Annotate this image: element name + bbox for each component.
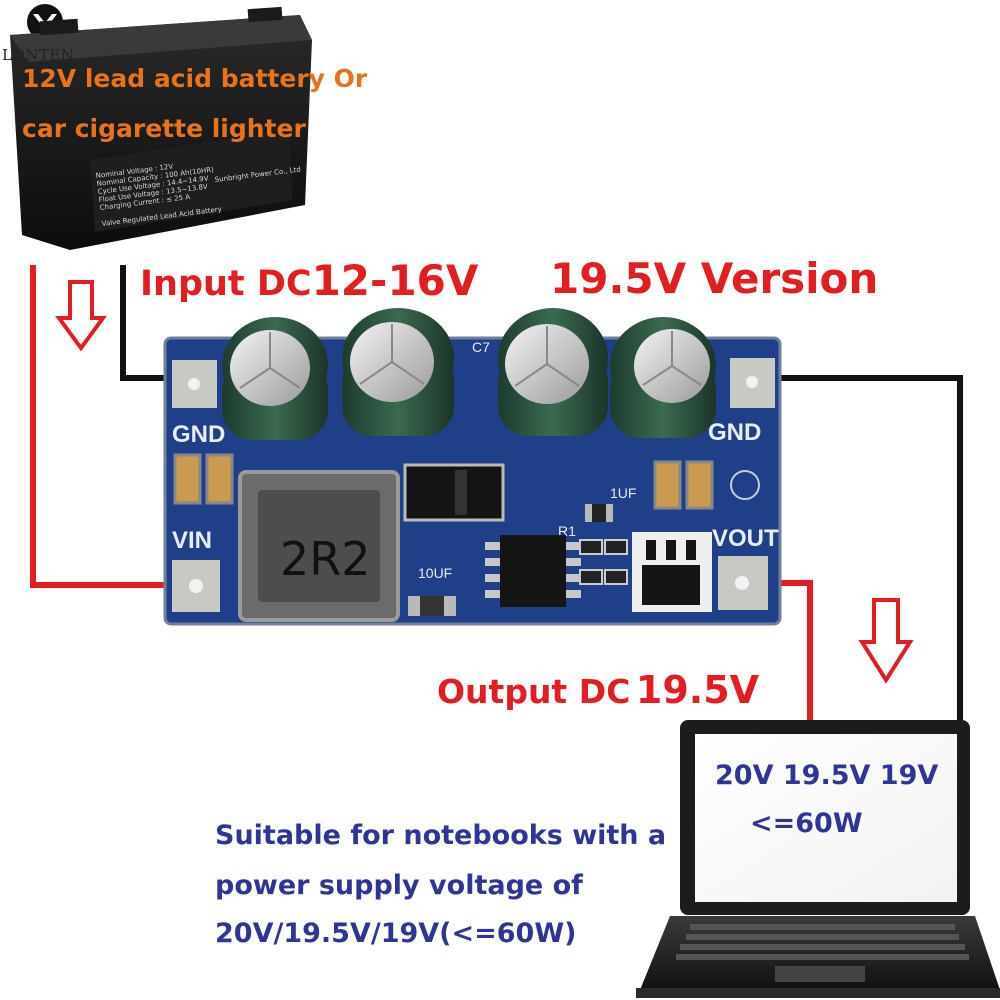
vin-wire <box>30 265 185 588</box>
electrolytic-capacitors <box>222 308 716 440</box>
regulator-chip <box>632 532 712 612</box>
laptop-image <box>636 720 1000 998</box>
compatibility-note-line2: power supply voltage of <box>215 870 583 901</box>
battery-label-line1: 12V lead acid battery Or <box>22 64 368 93</box>
silk-vin: VIN <box>172 527 212 554</box>
output-label-text: Output DC <box>437 672 631 711</box>
version-label: 19.5V Version <box>550 254 879 303</box>
silk-c7: C7 <box>472 339 490 355</box>
input-voltage-range: 12-16V <box>311 256 479 305</box>
silk-gnd-right: GND <box>708 419 761 446</box>
brand-name: LONTEN <box>2 46 75 64</box>
diode <box>403 463 505 522</box>
inductor-marking: 2R2 <box>280 532 371 586</box>
gnd-out-wire <box>752 375 963 720</box>
inductor: 2R2 <box>238 470 400 622</box>
battery-image: Nominal Voltage : 12V Nominal Capacity :… <box>10 6 312 250</box>
compatibility-note-line1: Suitable for notebooks with a <box>215 820 667 851</box>
output-voltage-value: 19.5V <box>635 668 760 712</box>
arrow-down-icon <box>858 598 914 684</box>
silk-1uf: 1UF <box>610 485 636 501</box>
laptop-screen-voltages: 20V 19.5V 19V <box>715 760 939 791</box>
ic-chip <box>485 535 581 607</box>
silk-vout: VOUT <box>712 525 779 552</box>
output-label: Output DC 19.5V <box>437 668 759 712</box>
laptop-screen-power: <=60W <box>750 808 863 839</box>
pcb-board: GND GND VIN VOUT C7 1UF R1 10UF <box>163 308 782 626</box>
silk-10uf: 10UF <box>418 565 452 581</box>
input-label: Input DC12-16V <box>140 256 478 305</box>
silk-gnd-left: GND <box>172 421 225 448</box>
input-label-text: Input DC <box>140 264 312 304</box>
battery-label-line2: car cigarette lighter <box>22 114 306 143</box>
smd-capacitors <box>173 453 760 616</box>
compatibility-note-line3: 20V/19.5V/19V(<=60W) <box>215 918 577 949</box>
arrow-down-icon <box>55 280 107 352</box>
